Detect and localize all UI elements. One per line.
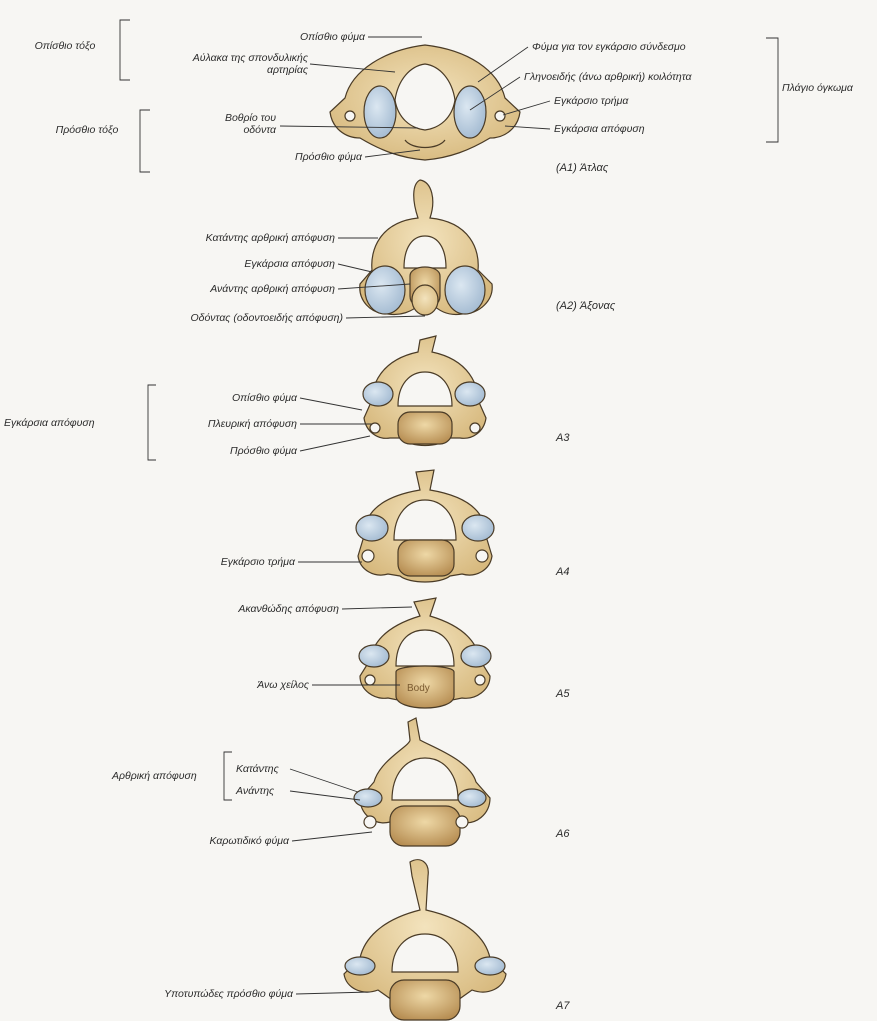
- transverse-process-group-label-a3: Εγκάρσια απόφυση: [4, 417, 95, 429]
- label-superior-a6: Ανάντης: [236, 785, 274, 797]
- caption-a7: A7: [556, 1000, 569, 1012]
- label-transverse-foramen-a4: Εγκάρσιο τρήμα: [150, 556, 295, 568]
- label-anterior-tubercle-a3: Πρόσθιο φύμα: [160, 445, 297, 457]
- label-transverse-process-a2: Εγκάρσια απόφυση: [100, 258, 335, 270]
- label-dens-a2: Οδόντας (οδοντοειδής απόφυση): [100, 312, 343, 324]
- caption-a5: A5: [556, 688, 569, 700]
- axis-vertebra: [360, 180, 492, 315]
- label-uncus-a5: Άνω χείλος: [150, 679, 309, 691]
- label-spinous-process-a5: Ακανθώδης απόφυση: [150, 603, 339, 615]
- c3-vertebra: [363, 336, 486, 446]
- label-dens-facet: Βοθρίο του οδόντα: [200, 112, 276, 136]
- anterior-arch-group-label: Πρόσθιο τόξο: [52, 124, 122, 136]
- label-superior-articular-facet: Γληνοειδής (άνω αρθρική) κοιλότητα: [524, 71, 692, 83]
- label-vertebral-artery-groove: Αύλακα της σπονδυλικής αρτηρίας: [150, 52, 308, 76]
- label-transverse-foramen-a1: Εγκάρσιο τρήμα: [554, 95, 628, 107]
- label-posterior-tubercle-a3: Οπίσθιο φύμα: [160, 392, 297, 404]
- label-transverse-process-a1: Εγκάρσια απόφυση: [554, 123, 645, 135]
- caption-a6: A6: [556, 828, 569, 840]
- caption-a4: A4: [556, 566, 569, 578]
- label-costal-process-a3: Πλευρική απόφυση: [160, 418, 297, 430]
- caption-a3: A3: [556, 432, 569, 444]
- label-posterior-tubercle-a1: Οπίσθιο φύμα: [200, 31, 365, 43]
- caption-a1: (A1) Άτλας: [556, 162, 608, 174]
- posterior-arch-group-label: Οπίσθιο τόξο: [30, 40, 100, 52]
- label-inferior-a6: Κατάντης: [236, 763, 279, 775]
- lateral-mass-group-label: Πλάγιο όγκωμα: [782, 82, 853, 94]
- body-text-a5: Body: [407, 683, 430, 695]
- label-superior-articular-process-a2: Ανάντης αρθρική απόφυση: [100, 283, 335, 295]
- label-inferior-articular-process-a2: Κατάντης αρθρική απόφυση: [100, 232, 335, 244]
- articular-process-group-label-a6: Αρθρική απόφυση: [112, 770, 197, 782]
- caption-a2: (A2) Άξονας: [556, 300, 615, 312]
- label-anterior-tubercle-a1: Πρόσθιο φύμα: [200, 151, 362, 163]
- atlas-vertebra: [330, 45, 520, 160]
- label-carotid-tubercle-a6: Καρωτιδικό φύμα: [150, 835, 289, 847]
- c6-vertebra: [354, 718, 490, 846]
- c7-vertebra: [344, 860, 506, 1020]
- c4-vertebra: [356, 470, 494, 582]
- label-transverse-ligament-tubercle: Φύμα για τον εγκάρσιο σύνδεσμο: [532, 41, 686, 53]
- label-rudimentary-anterior-tubercle-a7: Υποτυπώδες πρόσθιο φύμα: [60, 988, 293, 1000]
